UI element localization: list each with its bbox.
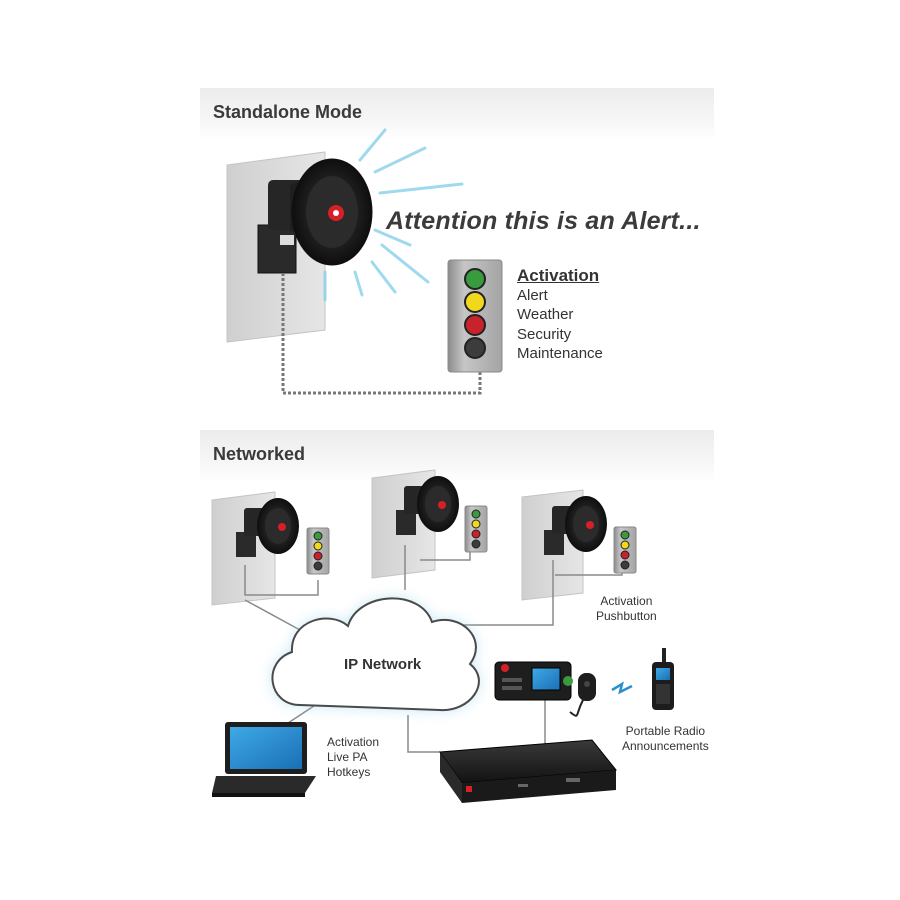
radio-label-line1: Portable Radio [625,724,706,738]
pushbutton-label-line1: Activation [600,594,653,608]
standalone-cable [281,273,482,395]
rack-controller-icon [439,739,617,803]
radio-label-line2: Announcements [622,739,709,753]
speaker-icon [257,158,373,274]
networked-header: Networked [200,430,714,482]
activation-title: Activation [517,266,600,285]
speaker-icon [236,498,299,557]
wireless-signal-icon [611,681,633,695]
activation-item-maintenance: Maintenance [517,345,603,362]
laptop-label-line1: Activation [327,735,380,749]
activation-item-alert: Alert [517,286,548,304]
radio-console-icon [494,661,573,701]
portable-radio-icon [652,648,674,710]
pushbutton-station [613,526,637,574]
laptop-icon [212,722,316,797]
activation-list: Activation Alert Weather Security Mainte… [517,266,603,364]
pushbutton-label-line2: Pushbutton [596,609,657,623]
radio-label: Portable Radio Announcements [622,724,709,754]
ip-network-label: IP Network [344,656,422,673]
laptop-label-line3: Hotkeys [327,765,371,779]
pushbutton-station [464,505,488,553]
microphone-icon [569,673,596,717]
networked-title: Networked [213,444,306,464]
standalone-title: Standalone Mode [213,102,363,122]
pushbutton-station [306,527,330,575]
standalone-header: Standalone Mode [200,88,714,140]
ip-network-cloud [271,597,480,712]
activation-item-security: Security [517,325,572,343]
pushbutton-station [447,259,503,373]
speaker-icon [396,476,459,535]
laptop-label: Activation Live PA Hotkeys [327,735,379,780]
alert-message: Attention this is an Alert... [386,207,701,235]
pushbutton-label: Activation Pushbutton [596,594,657,624]
speaker-icon [544,496,607,555]
activation-item-weather: Weather [517,306,574,323]
laptop-label-line2: Live PA [327,750,368,764]
sound-wave-lines [323,128,464,302]
